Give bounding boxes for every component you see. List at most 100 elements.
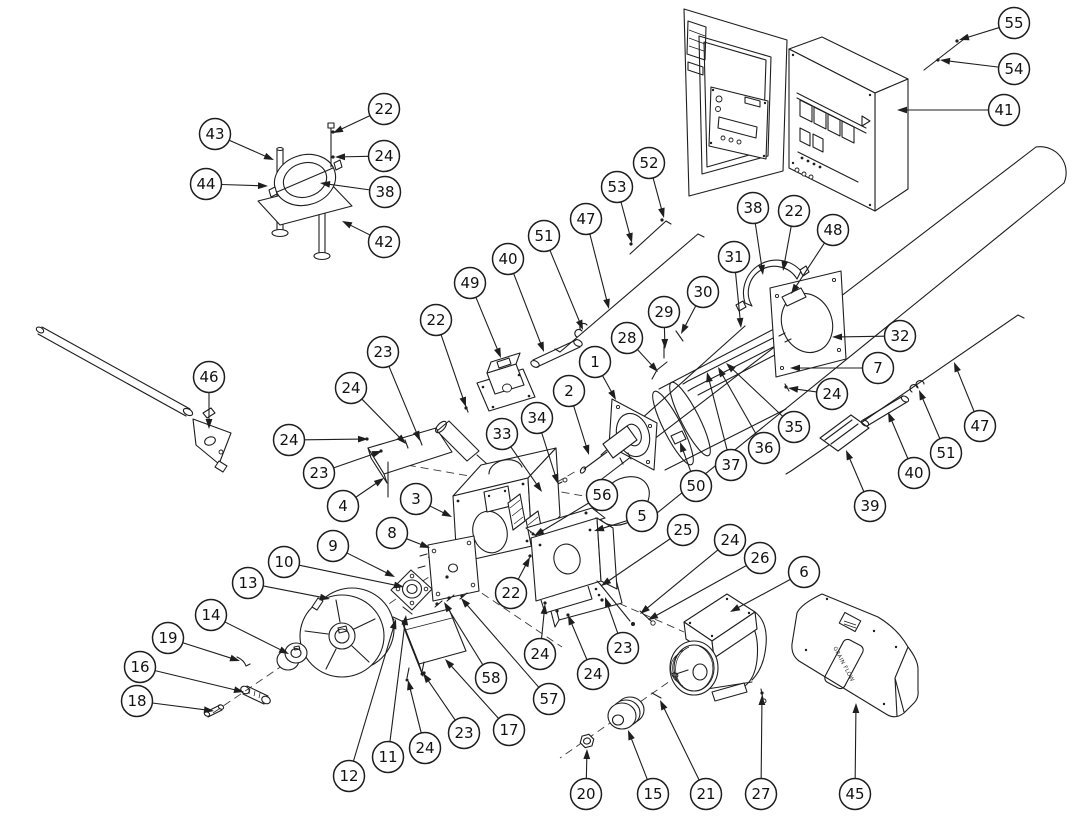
callout-51: 51 — [919, 390, 963, 470]
callout-7: 7 — [790, 351, 895, 385]
svg-text:56: 56 — [592, 486, 611, 504]
callout-2: 2 — [552, 374, 590, 455]
control-rods-drawing — [530, 220, 705, 368]
cylinder-bracket-drawing — [367, 403, 568, 498]
svg-text:28: 28 — [617, 329, 636, 347]
callout-38: 38 — [736, 191, 770, 275]
svg-text:36: 36 — [754, 439, 773, 457]
svg-text:33: 33 — [492, 425, 511, 443]
motor-pulley-drawing — [579, 696, 645, 749]
svg-text:38: 38 — [375, 183, 394, 201]
agitator-rod-drawing — [35, 326, 232, 473]
flange-bearing-drawing — [390, 569, 433, 623]
callout-24: 24 — [335, 139, 401, 173]
svg-text:46: 46 — [199, 368, 218, 386]
callout-41: 41 — [897, 93, 1021, 127]
callout-30: 30 — [681, 275, 720, 334]
callout-18: 18 — [120, 684, 214, 718]
callout-33: 33 — [485, 417, 542, 492]
svg-text:2: 2 — [564, 382, 574, 400]
svg-text:43: 43 — [205, 125, 224, 143]
svg-text:22: 22 — [426, 311, 445, 329]
callout-39: 39 — [846, 450, 887, 523]
callout-17: 17 — [445, 659, 526, 747]
callout-34: 34 — [520, 401, 559, 484]
svg-text:29: 29 — [654, 303, 673, 321]
svg-text:22: 22 — [501, 584, 520, 602]
callout-16: 16 — [123, 650, 244, 693]
svg-text:17: 17 — [499, 721, 518, 739]
callout-50: 50 — [679, 442, 713, 503]
svg-text:27: 27 — [751, 785, 770, 803]
callout-47: 47 — [569, 202, 610, 309]
svg-text:15: 15 — [643, 785, 662, 803]
motor-drawing — [651, 593, 767, 704]
callout-5: 5 — [594, 499, 659, 533]
svg-text:7: 7 — [873, 359, 883, 377]
callout-28: 28 — [610, 321, 658, 372]
svg-text:55: 55 — [1004, 14, 1023, 32]
callout-24: 24 — [334, 371, 406, 444]
callout-38: 38 — [320, 175, 402, 209]
svg-text:47: 47 — [576, 210, 595, 228]
svg-text:38: 38 — [743, 199, 762, 217]
belt-guard-drawing: GRAIN FLOW — [791, 593, 919, 718]
svg-text:50: 50 — [686, 477, 705, 495]
callout-10: 10 — [267, 545, 404, 589]
svg-text:3: 3 — [411, 490, 421, 508]
callout-8: 8 — [375, 516, 430, 550]
svg-text:11: 11 — [378, 748, 397, 766]
drive-head-assembly-drawing — [579, 259, 847, 474]
callout-9: 9 — [316, 529, 395, 577]
callout-1: 1 — [578, 345, 616, 400]
svg-text:21: 21 — [696, 785, 715, 803]
callout-22: 22 — [777, 194, 811, 271]
callout-3: 3 — [399, 482, 452, 517]
callout-31: 31 — [717, 240, 751, 328]
callout-32: 32 — [832, 319, 917, 353]
svg-text:23: 23 — [373, 343, 392, 361]
svg-text:48: 48 — [823, 221, 842, 239]
callout-24: 24 — [568, 615, 610, 691]
svg-text:54: 54 — [1004, 60, 1023, 78]
svg-text:39: 39 — [860, 497, 879, 515]
callout-19: 19 — [151, 621, 240, 662]
callout-40: 40 — [888, 412, 931, 490]
callout-53: 53 — [600, 170, 634, 243]
callout-54: 54 — [940, 52, 1031, 86]
motor-mount-plate-drawing — [401, 608, 467, 682]
svg-text:5: 5 — [637, 507, 647, 525]
svg-text:32: 32 — [890, 327, 909, 345]
svg-text:51: 51 — [534, 227, 553, 245]
callout-11: 11 — [371, 615, 409, 774]
svg-text:45: 45 — [845, 785, 864, 803]
svg-text:20: 20 — [576, 785, 595, 803]
svg-text:51: 51 — [936, 444, 955, 462]
tension-rod-assembly-drawing — [785, 314, 1025, 475]
svg-text:23: 23 — [454, 724, 473, 742]
callout-25: 25 — [601, 513, 700, 586]
callout-29: 29 — [647, 295, 681, 349]
callout-21: 21 — [660, 700, 723, 811]
svg-text:14: 14 — [201, 606, 220, 624]
callout-36: 36 — [718, 367, 781, 465]
svg-text:24: 24 — [583, 665, 602, 683]
callout-22: 22 — [494, 557, 530, 610]
svg-text:24: 24 — [341, 379, 360, 397]
callout-58: 58 — [444, 602, 508, 695]
callout-14: 14 — [194, 598, 289, 654]
svg-text:41: 41 — [994, 101, 1013, 119]
callout-24: 24 — [407, 680, 442, 765]
svg-text:9: 9 — [328, 537, 338, 555]
svg-text:19: 19 — [158, 629, 177, 647]
callout-45: 45 — [838, 703, 872, 811]
svg-text:26: 26 — [750, 549, 769, 567]
svg-text:24: 24 — [279, 431, 298, 449]
svg-text:44: 44 — [196, 175, 215, 193]
callout-15: 15 — [628, 730, 670, 811]
callout-52: 52 — [632, 146, 666, 218]
svg-text:6: 6 — [799, 563, 809, 581]
cover-plate-drawing — [417, 535, 480, 608]
